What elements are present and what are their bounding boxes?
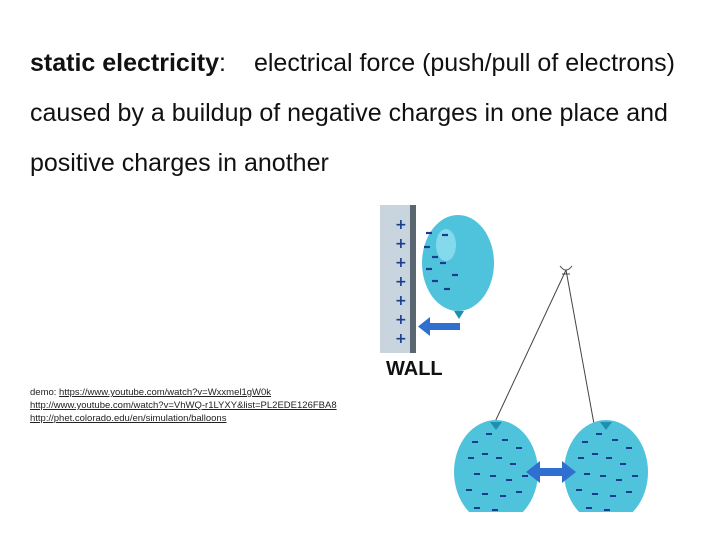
youtube-link-1[interactable]: https://www.youtube.com/watch?v=Wxxmel1g…: [59, 387, 272, 398]
demo-links: demo: https://www.youtube.com/watch?v=Wx…: [30, 386, 390, 425]
balloon-wall-illustration: + + + + + + + WALL: [380, 205, 494, 380]
right-balloon-charges: [576, 433, 638, 511]
definition-text: static electricity: electrical force (pus…: [30, 38, 680, 188]
right-balloon-knot: [600, 422, 612, 430]
youtube-link-2[interactable]: http://www.youtube.com/watch?v=VhWQ-r1LY…: [30, 400, 337, 411]
wall-balloon-knot: [454, 311, 464, 319]
repulsion-arrow: [526, 461, 576, 483]
left-balloon: [454, 420, 538, 512]
plus-sign: +: [395, 331, 407, 347]
string-right: [565, 269, 595, 425]
plus-sign: +: [395, 312, 407, 328]
left-balloon-knot: [490, 422, 502, 430]
plus-sign: +: [395, 217, 407, 233]
repelling-balloons-illustration: [454, 265, 648, 512]
demo-prefix: demo:: [30, 387, 60, 398]
youtube-link-row: http://www.youtube.com/watch?v=VhWQ-r1LY…: [30, 399, 390, 412]
wall-balloon-charges: [424, 231, 458, 291]
demo-link-row: demo: https://www.youtube.com/watch?v=Wx…: [30, 386, 390, 399]
wall-label: WALL: [386, 358, 443, 380]
wall-balloon-highlight: [436, 229, 456, 261]
plus-sign: +: [395, 274, 407, 290]
wall-plus-charges: + + + + + + +: [395, 217, 407, 347]
definition-rest: electrons) caused by a buildup of negati…: [30, 49, 675, 177]
right-balloon: [564, 420, 648, 512]
string-tie: [559, 265, 573, 275]
phet-link[interactable]: http://phet.colorado.edu/en/simulation/b…: [30, 413, 227, 424]
plus-sign: +: [395, 293, 407, 309]
term-static-electricity: static electricity: [30, 49, 219, 77]
definition-line1: electrical force (push/pull of: [253, 49, 559, 77]
phet-link-row: http://phet.colorado.edu/en/simulation/b…: [30, 412, 390, 425]
left-balloon-charges: [466, 433, 528, 511]
attraction-arrow: [418, 317, 460, 336]
wall-edge: [410, 205, 416, 353]
plus-sign: +: [395, 255, 407, 271]
plus-sign: +: [395, 236, 407, 252]
term-colon: :: [219, 49, 226, 77]
string-left: [493, 269, 567, 425]
